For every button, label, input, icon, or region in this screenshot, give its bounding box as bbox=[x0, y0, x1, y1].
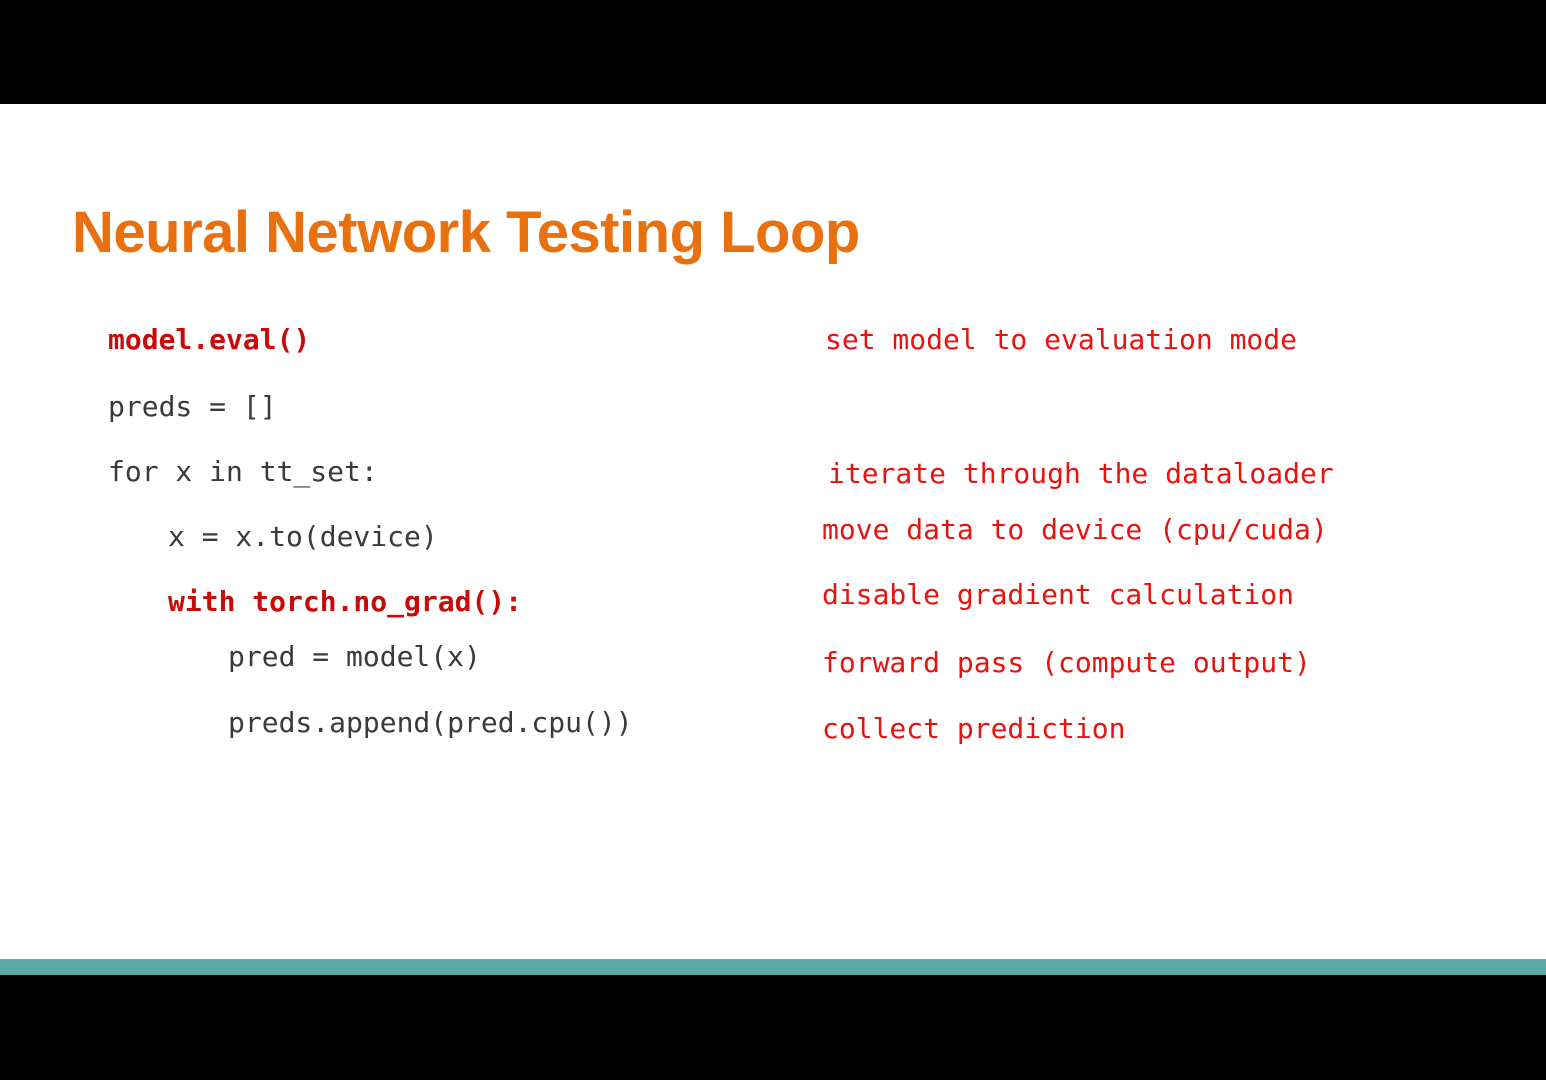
comment-move-data: move data to device (cpu/cuda) bbox=[822, 513, 1328, 546]
code-line-append: preds.append(pred.cpu()) bbox=[228, 706, 633, 739]
comment-collect: collect prediction bbox=[822, 712, 1126, 745]
comment-eval-mode: set model to evaluation mode bbox=[825, 323, 1298, 356]
code-line-preds-init: preds = [] bbox=[108, 390, 277, 423]
accent-bar bbox=[0, 959, 1546, 975]
code-line-for-loop: for x in tt_set: bbox=[108, 455, 378, 488]
comment-iterate: iterate through the dataloader bbox=[828, 457, 1334, 490]
slide: Neural Network Testing Loop model.eval()… bbox=[0, 104, 1546, 959]
code-line-model-eval: model.eval() bbox=[108, 323, 311, 356]
comment-no-grad: disable gradient calculation bbox=[822, 578, 1295, 611]
slide-title: Neural Network Testing Loop bbox=[72, 200, 860, 265]
code-line-forward-pass: pred = model(x) bbox=[228, 640, 481, 673]
code-line-no-grad: with torch.no_grad(): bbox=[168, 585, 523, 618]
comment-forward-pass: forward pass (compute output) bbox=[822, 646, 1311, 679]
code-line-to-device: x = x.to(device) bbox=[168, 520, 438, 553]
